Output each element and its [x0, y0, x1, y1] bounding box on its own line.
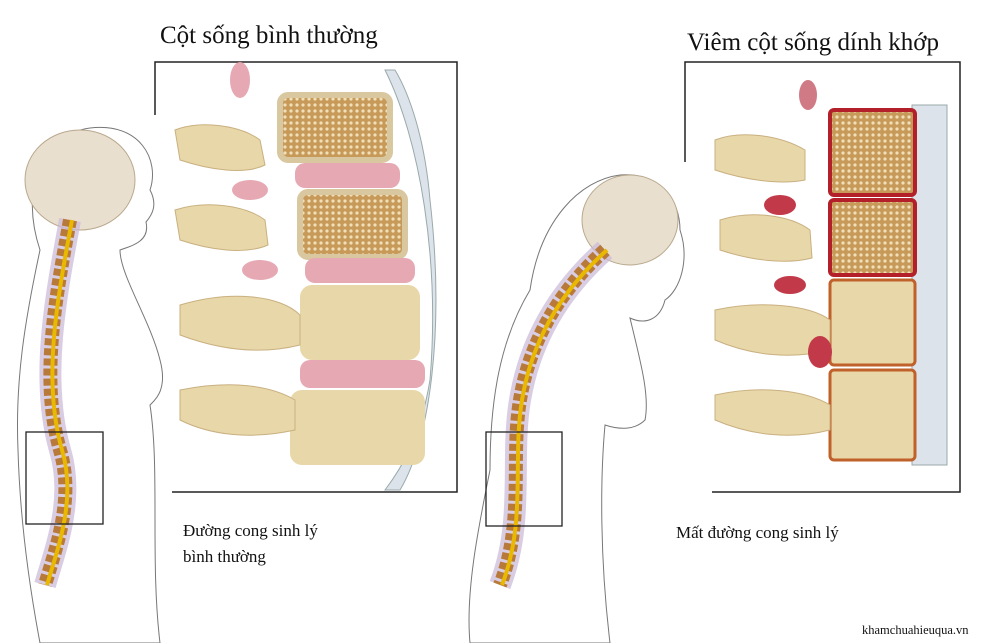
normal-detail-frame [154, 61, 458, 493]
watermark: khamchuahieuqua.vn [862, 623, 969, 637]
lumbar-highlight-box-right [485, 431, 563, 527]
ankylosing-title: Viêm cột sống dính khớp [687, 29, 939, 56]
normal-caption-line1: Đường cong sinh lý [183, 521, 318, 540]
ankylosing-posture-figure [468, 174, 685, 643]
ankylosing-caption: Mất đường cong sinh lý [676, 523, 839, 542]
normal-caption-line2: bình thường [183, 547, 266, 566]
ankylosing-detail-frame [684, 61, 961, 493]
normal-vertebrae-detail [174, 62, 437, 491]
normal-spine-title: Cột sống bình thường [160, 22, 378, 49]
normal-posture-figure [16, 126, 164, 643]
lumbar-highlight-box [25, 431, 104, 525]
ankylosing-vertebrae-detail [714, 80, 948, 466]
